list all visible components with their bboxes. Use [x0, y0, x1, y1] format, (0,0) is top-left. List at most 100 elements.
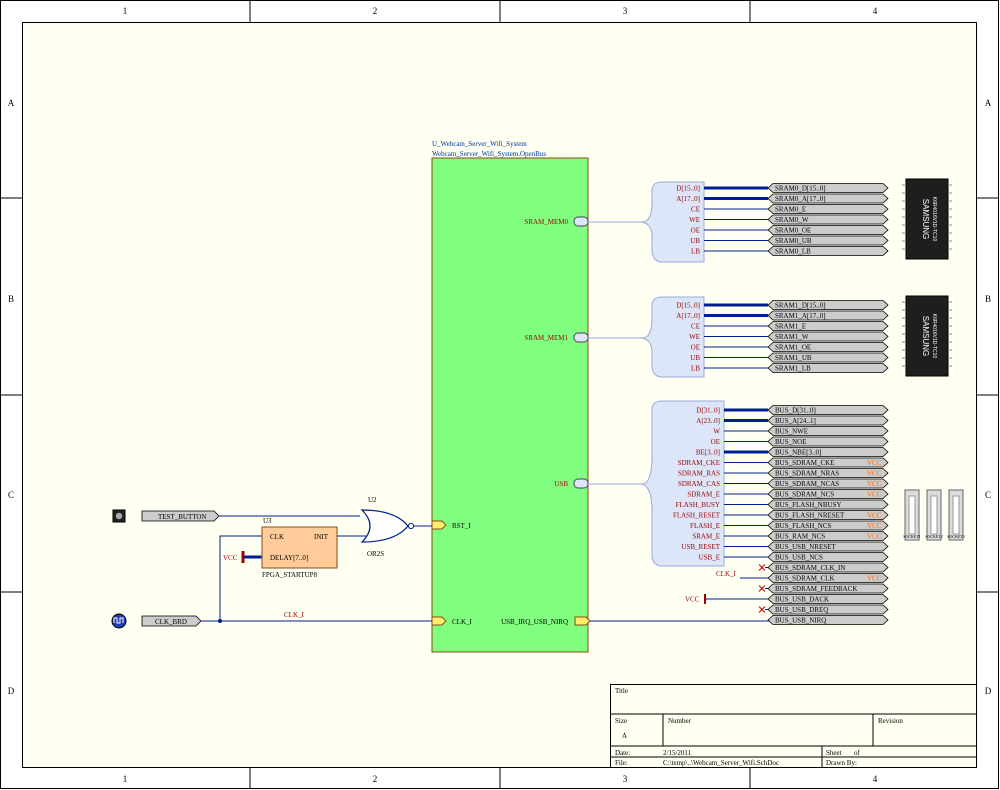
pin-sram-mem0-label: SRAM_MEM0 — [524, 218, 568, 226]
usb-port-label: BUS_SDRAM_CLK — [775, 575, 835, 583]
sram0-port[interactable] — [767, 225, 889, 235]
sram1-harness-signal: OE — [691, 344, 700, 352]
usb-port[interactable] — [767, 499, 889, 510]
pin-usb-irq[interactable]: USB_IRQ_USB_NIRQ — [501, 616, 591, 626]
sram1-chip-brand: SAMSUNG — [921, 316, 930, 356]
zone-row-d: D — [8, 686, 15, 696]
usb-port[interactable] — [767, 489, 889, 499]
clock-source-icon[interactable] — [111, 613, 127, 629]
sram1-port[interactable] — [767, 310, 889, 321]
usb-port[interactable] — [767, 468, 889, 478]
sram0-port-label: SRAM0_W — [775, 216, 809, 224]
startup-pin-delay: DELAY[7..0] — [270, 554, 308, 562]
socket-1-label: SOCKET1 — [903, 534, 921, 539]
zone-col-4-bottom: 4 — [873, 774, 878, 784]
tb-file-val: C:\temp\..\Webcam_Server_Wifi.SchDoc — [663, 759, 779, 767]
sram1-port[interactable] — [767, 342, 889, 352]
system-block[interactable] — [431, 157, 589, 653]
sram0-port[interactable] — [767, 214, 889, 225]
usb-port-label: BUS_D[31..0] — [775, 407, 816, 415]
usb-vcc-label: VCC — [867, 470, 882, 478]
sram1-port[interactable] — [767, 363, 889, 373]
test-button-port[interactable]: TEST_BUTTON — [141, 510, 220, 522]
sram0-port[interactable] — [767, 235, 889, 246]
pin-sram-mem1[interactable]: SRAM_MEM1 — [524, 332, 589, 343]
usb-port[interactable] — [767, 478, 889, 489]
sram0-harness-signal: CE — [691, 206, 700, 214]
sram0-port[interactable] — [767, 246, 889, 256]
zone-row-b: B — [8, 294, 14, 304]
zone-col-1-bottom: 1 — [123, 774, 128, 784]
usb-port[interactable] — [767, 604, 889, 615]
gate-name: OR2S — [367, 550, 384, 558]
usb-port[interactable] — [767, 531, 889, 541]
usb-port-label: BUS_USB_NCS — [775, 554, 823, 562]
sram1-port-label: SRAM1_OE — [775, 344, 811, 352]
usb-port[interactable] — [767, 583, 889, 594]
tb-size-val: A — [622, 732, 627, 740]
usb-port[interactable] — [767, 457, 889, 468]
vcc-delay-power: VCC — [223, 551, 262, 563]
sram0-harness-signal: LB — [691, 248, 700, 256]
zone-row-d-right: D — [985, 686, 992, 696]
or-gate[interactable]: U2 OR2S — [360, 496, 415, 558]
sram1-port[interactable] — [767, 331, 889, 342]
sram1-port[interactable] — [767, 321, 889, 331]
sram1-signal-group: D[15..0]SRAM1_D[15..0]A[17..0]SRAM1_A[17… — [676, 300, 889, 373]
sram0-harness-signal: D[15..0] — [676, 185, 700, 193]
socket-2: SOCKET2 — [925, 489, 943, 541]
tb-number: Number — [668, 717, 692, 725]
usb-port[interactable] — [767, 573, 889, 583]
usb-port[interactable] — [767, 594, 889, 604]
usb-port-label: BUS_NWE — [775, 428, 808, 436]
sram0-port[interactable] — [767, 193, 889, 204]
pin-rst-i[interactable]: RST_I — [431, 520, 471, 530]
clk-brd-port[interactable]: CLK_BRD — [141, 615, 202, 627]
startup-pin-init: INIT — [314, 533, 329, 541]
sram0-port-label: SRAM0_OE — [775, 227, 811, 235]
startup-designator: U3 — [263, 517, 272, 525]
harness-sram0 — [588, 181, 705, 263]
usb-port-label: BUS_USB_DREQ — [775, 606, 828, 614]
usb-port[interactable] — [767, 447, 889, 457]
usb-port[interactable] — [767, 426, 889, 436]
usb-port[interactable] — [767, 562, 889, 573]
sram1-port[interactable] — [767, 352, 889, 363]
usb-port[interactable] — [767, 405, 889, 415]
usb-port-label: BUS_RAM_NCS — [775, 533, 825, 541]
clk-i-net-label: CLK_I — [284, 611, 305, 619]
usb-port[interactable] — [767, 510, 889, 520]
sram0-port[interactable] — [767, 183, 889, 193]
zone-col-3: 3 — [623, 6, 628, 16]
zone-row-a: A — [8, 98, 15, 108]
usb-port[interactable] — [767, 436, 889, 447]
usb-port[interactable] — [767, 415, 889, 426]
usb-port-label: BUS_FLASH_NBUSY — [775, 501, 842, 509]
sram1-harness-signal: A[17..0] — [676, 312, 700, 320]
tb-of: of — [854, 749, 861, 757]
sram0-port[interactable] — [767, 204, 889, 214]
sram1-port[interactable] — [767, 300, 889, 310]
sram0-harness-signal: UB — [690, 237, 700, 245]
usb-port[interactable] — [767, 615, 889, 625]
test-button-icon[interactable] — [112, 509, 126, 523]
fpga-startup-block[interactable]: U3 CLK INIT DELAY[7..0] FPGA_STARTUP8 — [261, 517, 338, 579]
zone-row-c: C — [8, 490, 14, 500]
usb-port-label: BUS_SDRAM_NCAS — [775, 480, 839, 488]
test-button-label: TEST_BUTTON — [158, 513, 206, 521]
pin-sram-mem0[interactable]: SRAM_MEM0 — [524, 216, 589, 227]
zone-col-3-bottom: 3 — [623, 774, 628, 784]
usb-vcc-label: VCC — [867, 512, 882, 520]
tb-drawn: Drawn By: — [826, 759, 857, 767]
usb-port-label: BUS_USB_DACK — [775, 596, 829, 604]
usb-port[interactable] — [767, 541, 889, 552]
usb-port[interactable] — [767, 520, 889, 531]
no-connect-icon — [758, 585, 766, 592]
pin-clk-i[interactable]: CLK_I — [431, 616, 473, 626]
usb-harness-signal: SDRAM_CKE — [678, 459, 720, 467]
usb-signal-group: BUS_D[31..0]D[31..0]BUS_A[24..1]A[23..0]… — [673, 405, 889, 625]
usb-port-label: BUS_SDRAM_CLK_IN — [775, 564, 845, 572]
no-connect-icon — [758, 606, 766, 613]
usb-port[interactable] — [767, 552, 889, 562]
zone-row-b-right: B — [985, 294, 991, 304]
